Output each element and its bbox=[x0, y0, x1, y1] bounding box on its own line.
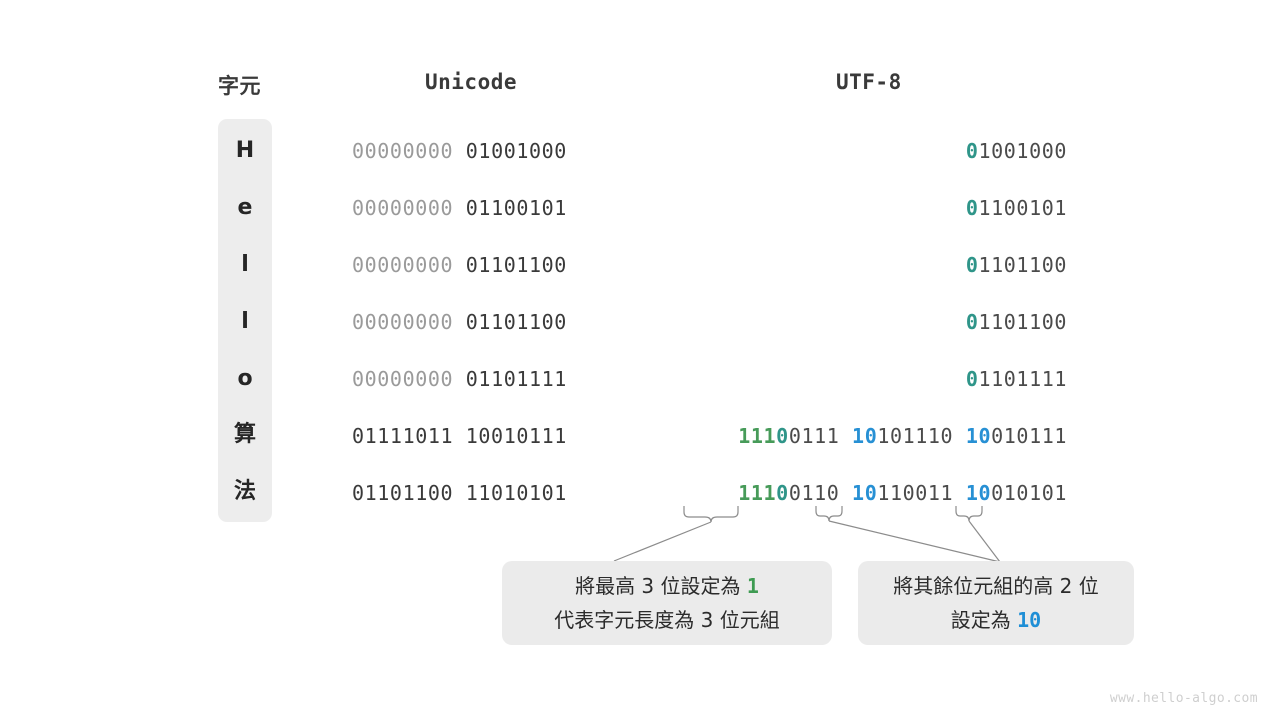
callout-continuation-byte: 將其餘位元組的高 2 位 設定為 10 bbox=[858, 561, 1134, 645]
utf8-bit-segment: 010111 bbox=[991, 424, 1067, 448]
unicode-value: 01101100 bbox=[465, 253, 567, 277]
utf8-bit-segment: 10 bbox=[852, 481, 878, 505]
unicode-padding-byte: 00000000 bbox=[352, 310, 466, 334]
utf8-bit-segment: 0 bbox=[965, 196, 979, 220]
utf8-cell: 11100111 10101110 10010111 bbox=[738, 421, 1067, 451]
utf8-bit-segment: 1101100 bbox=[978, 310, 1067, 334]
unicode-padding-byte: 00000000 bbox=[352, 196, 466, 220]
unicode-cell: 00000000 01101100 bbox=[352, 307, 567, 337]
utf8-bit-segment: 111 bbox=[738, 481, 777, 505]
unicode-cell: 00000000 01101100 bbox=[352, 250, 567, 280]
unicode-value: 01001000 bbox=[465, 139, 567, 163]
utf8-bit-segment: 010101 bbox=[991, 481, 1067, 505]
utf8-bit-segment: 110011 bbox=[877, 481, 966, 505]
utf8-bit-segment: 10 bbox=[852, 424, 878, 448]
unicode-value: 01111011 10010111 bbox=[352, 424, 567, 448]
utf8-bit-segment: 0 bbox=[965, 310, 979, 334]
header-unicode: Unicode bbox=[425, 70, 518, 94]
unicode-cell: 00000000 01101111 bbox=[352, 364, 567, 394]
unicode-padding-byte: 00000000 bbox=[352, 139, 466, 163]
utf8-bit-segment: 1100101 bbox=[978, 196, 1067, 220]
callout-right-highlight: 10 bbox=[1017, 608, 1042, 632]
utf8-cell: 01101100 bbox=[966, 250, 1067, 280]
utf8-bit-segment: 0 bbox=[965, 139, 979, 163]
utf8-bit-segment: 10 bbox=[965, 424, 992, 448]
watermark: www.hello-algo.com bbox=[1109, 691, 1258, 706]
character-cell: o bbox=[237, 366, 253, 391]
utf8-cell: 01100101 bbox=[966, 193, 1067, 223]
utf8-bit-segment: 0110 bbox=[788, 481, 853, 505]
unicode-value: 01101111 bbox=[465, 367, 567, 391]
utf8-bit-segment: 0 bbox=[776, 481, 789, 505]
callout-left-line2: 代表字元長度為 3 位元組 bbox=[554, 608, 780, 632]
unicode-padding-byte: 00000000 bbox=[352, 253, 466, 277]
unicode-value: 01101100 11010101 bbox=[352, 481, 567, 505]
unicode-value: 01100101 bbox=[465, 196, 567, 220]
unicode-value: 01101100 bbox=[465, 310, 567, 334]
character-cell: 算 bbox=[233, 422, 256, 447]
unicode-cell: 00000000 01001000 bbox=[352, 136, 567, 166]
character-cell: l bbox=[241, 252, 249, 277]
utf8-bit-segment: 1101100 bbox=[978, 253, 1067, 277]
callout-leading-byte: 將最高 3 位設定為 1 代表字元長度為 3 位元組 bbox=[502, 561, 832, 645]
utf8-bit-segment: 0111 bbox=[788, 424, 853, 448]
utf8-bit-segment: 111 bbox=[738, 424, 777, 448]
utf8-bit-segment: 10 bbox=[965, 481, 992, 505]
utf8-cell: 01101111 bbox=[966, 364, 1067, 394]
header-character: 字元 bbox=[218, 74, 261, 98]
character-cell: l bbox=[241, 309, 249, 334]
unicode-padding-byte: 00000000 bbox=[352, 367, 466, 391]
unicode-cell: 01111011 10010111 bbox=[352, 421, 567, 451]
unicode-cell: 01101100 11010101 bbox=[352, 478, 567, 508]
utf8-cell: 01101100 bbox=[966, 307, 1067, 337]
character-cell: H bbox=[235, 138, 255, 163]
header-utf8: UTF-8 bbox=[836, 70, 902, 94]
utf8-bit-segment: 0 bbox=[965, 367, 979, 391]
callout-left-line1: 將最高 3 位設定為 1 bbox=[575, 574, 759, 598]
character-cell: 法 bbox=[233, 479, 256, 504]
utf8-cell: 11100110 10110011 10010101 bbox=[738, 478, 1067, 508]
utf8-bit-segment: 0 bbox=[776, 424, 789, 448]
utf8-bit-segment: 1101111 bbox=[978, 367, 1067, 391]
utf8-cell: 01001000 bbox=[966, 136, 1067, 166]
utf8-bit-segment: 1001000 bbox=[978, 139, 1067, 163]
callout-left-highlight: 1 bbox=[746, 574, 759, 598]
callout-right-line2: 設定為 10 bbox=[950, 608, 1042, 632]
utf8-bit-segment: 0 bbox=[965, 253, 979, 277]
unicode-cell: 00000000 01100101 bbox=[352, 193, 567, 223]
callout-right-line1: 將其餘位元組的高 2 位 bbox=[893, 574, 1099, 598]
character-cell: e bbox=[237, 195, 253, 220]
utf8-bit-segment: 101110 bbox=[877, 424, 966, 448]
